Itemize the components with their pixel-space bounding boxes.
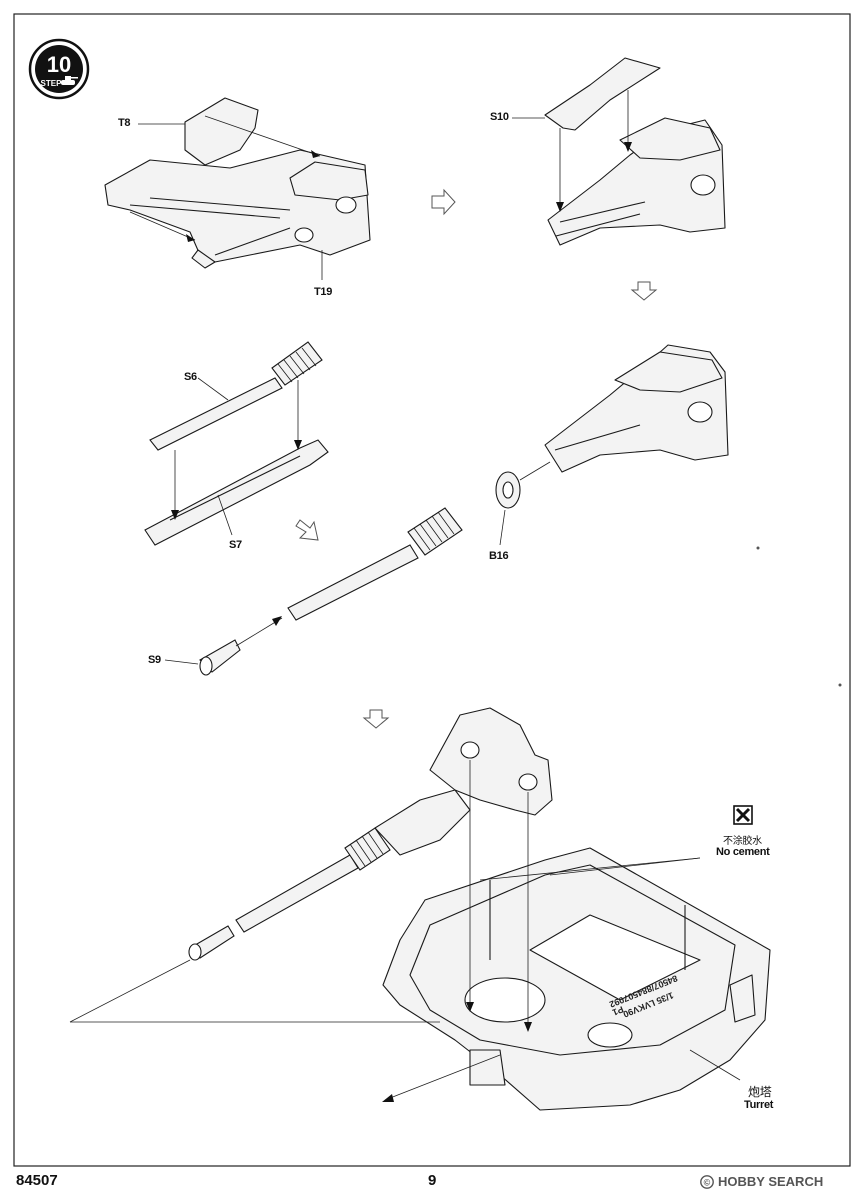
label-t8: T8: [118, 117, 131, 129]
label-s10: S10: [490, 111, 509, 123]
mantlet-pointer: [519, 461, 551, 481]
part-s6-barrel-drawing: [149, 341, 323, 451]
footer-page-number: 9: [428, 1172, 437, 1189]
label-t19: T19: [314, 286, 333, 298]
label-s9: S9: [148, 654, 161, 666]
s10-arrowheads: [556, 142, 632, 212]
part-s7-barrel-drawing: [144, 439, 329, 546]
stray-mark: [756, 546, 760, 550]
hobby-search-watermark: © HOBBY SEARCH: [700, 1174, 823, 1189]
no-cement-cn: 不涂胶水: [723, 836, 762, 847]
flow-arrow-down-icon: [630, 281, 658, 301]
turret-cn: 炮塔: [748, 1085, 772, 1099]
no-cement-en: No cement: [716, 846, 770, 858]
decal-line1: P1: [611, 1004, 625, 1017]
b16-pointer: [499, 509, 506, 546]
t8-pointer: [129, 115, 323, 280]
flow-arrow-down-2-icon: [362, 709, 390, 729]
part-s9-muzzle-drawing: [199, 639, 241, 676]
s9-arrowhead: [272, 616, 282, 626]
step-word: STEP: [41, 79, 63, 88]
stray-mark-2: [838, 683, 842, 687]
watermark-text: HOBBY SEARCH: [718, 1174, 824, 1189]
flow-arrow-diag-icon: [295, 519, 319, 541]
turret-en: Turret: [744, 1099, 774, 1111]
part-gun-mount-final-drawing: [374, 707, 553, 856]
page-border: [13, 13, 851, 1167]
s6-arrowheads: [171, 440, 302, 520]
tank-icon: [61, 76, 78, 85]
label-s7: S7: [229, 539, 242, 551]
part-mantlet-assembly-drawing: [544, 344, 729, 473]
final-assembly-guides: [69, 760, 741, 1101]
part-b16-ring-drawing: [495, 471, 521, 509]
no-cement-icon: [733, 805, 753, 825]
flow-arrow-icon: [431, 188, 456, 216]
final-arrowheads: [382, 1002, 532, 1102]
s10-pointer: [512, 90, 629, 210]
s6-s7-pointers: [174, 377, 299, 536]
hobby-search-logo-icon: ©: [700, 1174, 714, 1189]
part-s10-assembly-drawing: [544, 57, 726, 246]
svg-text:©: ©: [704, 1177, 711, 1187]
part-t19-base-drawing: [104, 97, 371, 269]
label-s6: S6: [184, 371, 197, 383]
t8-arrowheads: [186, 150, 320, 242]
part-final-barrel-drawing: [188, 827, 391, 961]
part-turret-hull-drawing: [382, 847, 771, 1111]
footer-code: 84507: [16, 1172, 58, 1189]
label-b16: B16: [489, 550, 509, 562]
part-barrel-assembled-drawing: [287, 507, 463, 621]
step-number: 10: [47, 52, 71, 77]
step-badge-icon: 10 STEP: [28, 38, 90, 100]
